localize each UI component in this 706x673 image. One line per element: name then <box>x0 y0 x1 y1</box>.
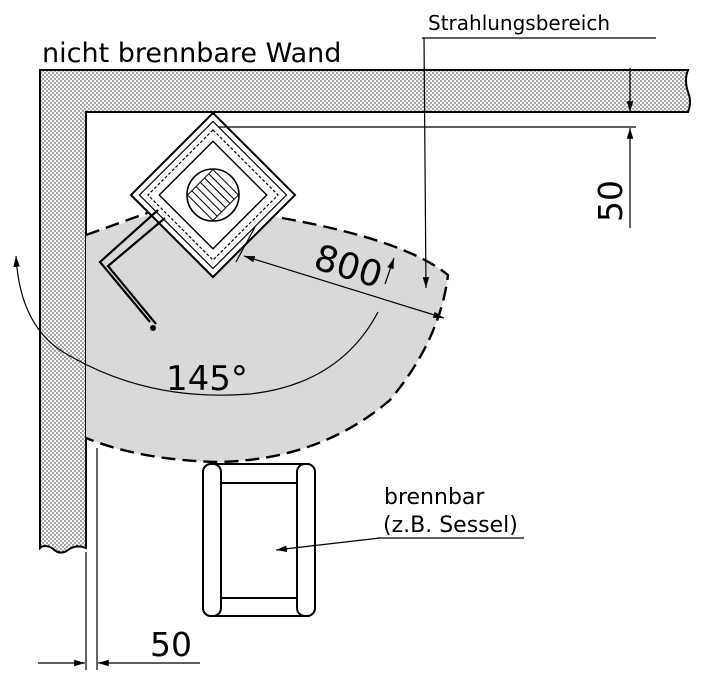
radiation-zone-label: Strahlungsbereich <box>428 11 610 35</box>
radiation-zone <box>86 205 448 462</box>
wall-label: nicht brennbare Wand <box>42 38 341 69</box>
side-distance-label: 50 <box>150 625 192 664</box>
top-distance-label: 50 <box>591 180 630 222</box>
stove <box>129 111 297 279</box>
stove-door <box>98 209 166 325</box>
front-dim-tick <box>384 257 395 285</box>
armchair <box>202 463 316 617</box>
front-dim-line <box>243 255 445 319</box>
angle-arc <box>13 255 379 396</box>
door-handle <box>150 325 156 331</box>
flammable-leader <box>275 537 381 552</box>
flammable-example-label: (z.B. Sessel) <box>383 513 518 538</box>
flammable-label: brennbar <box>384 485 485 510</box>
radiation-zone-outline <box>85 210 450 464</box>
angle-label: 145° <box>166 359 248 399</box>
front-dim-extension <box>235 226 256 263</box>
wall-section <box>39 69 691 554</box>
radiation-label-leader <box>422 37 430 289</box>
